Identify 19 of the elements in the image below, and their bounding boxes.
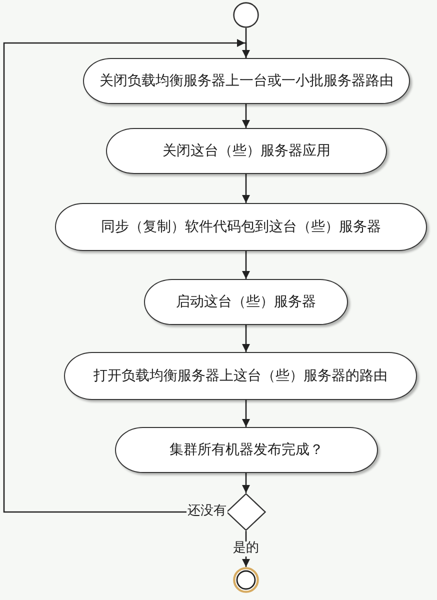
arrow — [242, 400, 250, 427]
edge-label: 还没有 — [186, 504, 228, 520]
process-box: 同步（复制）软件代码包到这台（些）服务器 — [55, 203, 427, 251]
end-circle — [233, 567, 259, 593]
decision-diamond — [226, 493, 266, 531]
arrow — [242, 104, 250, 128]
process-box: 打开负载均衡服务器上这台（些）服务器的路由 — [64, 352, 417, 400]
process-box: 关闭负载均衡服务器上一台或一小批服务器路由 — [83, 58, 410, 104]
arrow — [242, 325, 250, 352]
arrow — [242, 28, 250, 58]
process-box: 启动这台（些）服务器 — [144, 279, 348, 325]
arrow — [3, 39, 247, 513]
arrow — [242, 251, 250, 279]
arrow — [242, 473, 250, 493]
process-box: 集群所有机器发布完成？ — [115, 427, 378, 473]
start-circle — [233, 2, 259, 28]
edge-label: 是的 — [232, 542, 260, 556]
arrow — [242, 174, 250, 203]
process-box: 关闭这台（些）服务器应用 — [106, 128, 387, 174]
